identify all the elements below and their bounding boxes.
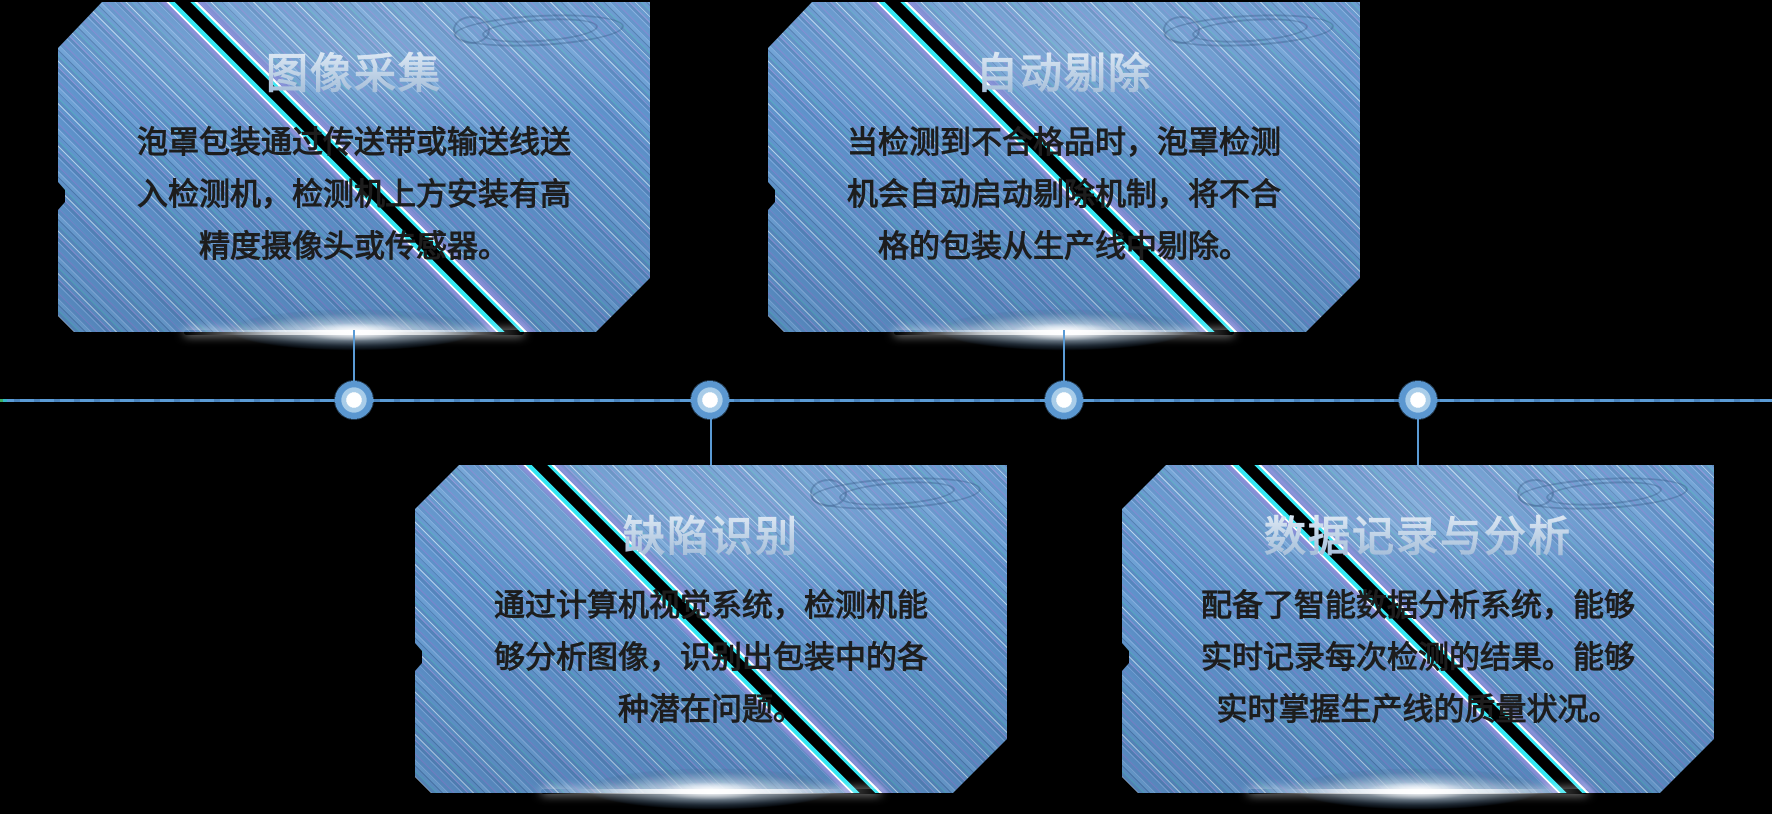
connector-line-step2 xyxy=(710,401,712,465)
step-title: 数据记录与分析 xyxy=(1122,503,1714,564)
description-line: 通过计算机视觉系统，检测机能 xyxy=(494,588,928,623)
description-line: 当检测到不合格品时，泡罩检测 xyxy=(847,125,1281,160)
coil-swirl-icon xyxy=(1513,473,1689,514)
step-title: 缺陷识别 xyxy=(415,503,1007,564)
connector-line-step4 xyxy=(1417,401,1419,465)
step-title: 自动剔除 xyxy=(768,40,1360,101)
step-description: 当检测到不合格品时，泡罩检测 机会自动启动剔除机制，将不合 格的包装从生产线中剔… xyxy=(796,117,1332,273)
description-line: 实时记录每次检测的结果。能够 xyxy=(1201,640,1635,675)
timeline-node-step4 xyxy=(1398,380,1438,420)
coil-swirl-icon xyxy=(806,473,982,514)
description-line: 入检测机，检测机上方安装有高 xyxy=(137,177,571,212)
description-line: 种潜在问题。 xyxy=(618,692,804,727)
step-description: 通过计算机视觉系统，检测机能 够分析图像，识别出包装中的各 种潜在问题。 xyxy=(443,580,979,736)
step-card-defect-recognition: 缺陷识别 通过计算机视觉系统，检测机能 够分析图像，识别出包装中的各 种潜在问题… xyxy=(415,465,1007,793)
step-description: 泡罩包装通过传送带或输送线送 入检测机，检测机上方安装有高 精度摄像头或传感器。 xyxy=(86,117,622,273)
step-card-auto-rejection: 自动剔除 当检测到不合格品时，泡罩检测 机会自动启动剔除机制，将不合 格的包装从… xyxy=(768,2,1360,332)
connector-line-step1 xyxy=(353,330,355,400)
timeline-line xyxy=(0,399,1772,402)
description-line: 泡罩包装通过传送带或输送线送 xyxy=(137,125,571,160)
description-line: 格的包装从生产线中剔除。 xyxy=(878,229,1250,264)
timeline-node-step3 xyxy=(1044,380,1084,420)
coil-swirl-icon xyxy=(1159,10,1335,51)
description-line: 够分析图像，识别出包装中的各 xyxy=(494,640,928,675)
description-line: 精度摄像头或传感器。 xyxy=(199,229,509,264)
timeline-node-step2 xyxy=(690,380,730,420)
connector-line-step3 xyxy=(1063,330,1065,400)
step-title: 图像采集 xyxy=(58,40,650,101)
step-card-image-acquisition: 图像采集 泡罩包装通过传送带或输送线送 入检测机，检测机上方安装有高 精度摄像头… xyxy=(58,2,650,332)
description-line: 实时掌握生产线的质量状况。 xyxy=(1216,692,1620,727)
timeline-node-step1 xyxy=(334,380,374,420)
description-line: 配备了智能数据分析系统，能够 xyxy=(1201,588,1635,623)
description-line: 机会自动启动剔除机制，将不合 xyxy=(847,177,1281,212)
step-card-data-recording-analysis: 数据记录与分析 配备了智能数据分析系统，能够 实时记录每次检测的结果。能够 实时… xyxy=(1122,465,1714,793)
step-description: 配备了智能数据分析系统，能够 实时记录每次检测的结果。能够 实时掌握生产线的质量… xyxy=(1150,580,1686,736)
coil-swirl-icon xyxy=(449,10,625,51)
